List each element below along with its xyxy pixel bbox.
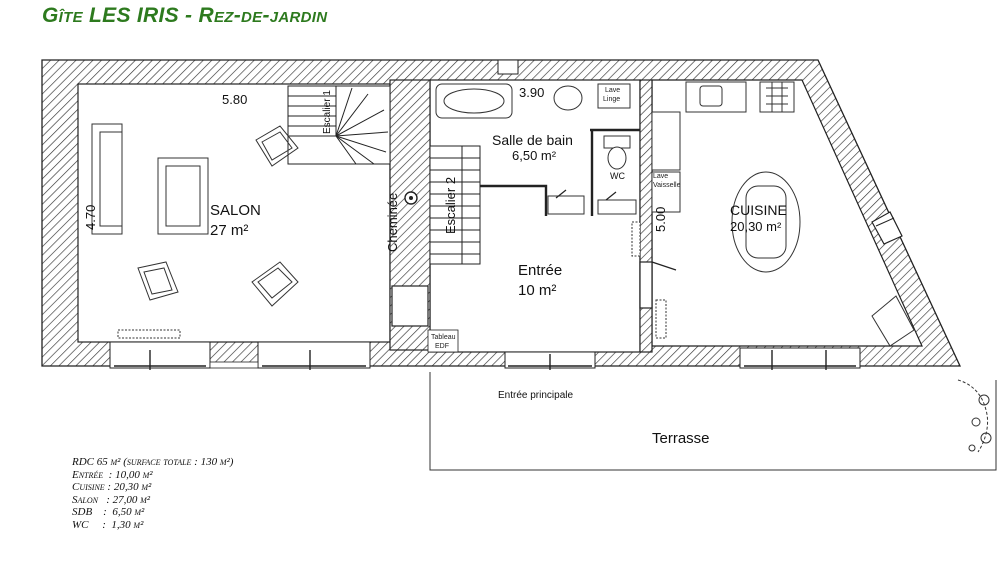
room-entree-name: Entrée	[518, 262, 563, 279]
window-cuisine-east	[871, 211, 903, 245]
dim-sdb-width: 3.90	[519, 85, 545, 100]
summary-line: Entrée : 10,00 m²	[72, 468, 153, 481]
room-entree-area: 10 m²	[518, 282, 557, 299]
fireplace	[404, 191, 418, 205]
room-salon-name: SALON	[210, 202, 261, 219]
label-lave-vaisselle-2: Vaisselle	[653, 182, 681, 189]
kitchen-fixtures	[631, 81, 915, 347]
summary-line: Salon : 27,00 m²	[72, 493, 151, 506]
room-sdb-name: Salle de bain	[492, 132, 573, 148]
salon-furniture	[91, 123, 299, 339]
dim-salon-width: 5.80	[222, 92, 248, 107]
bathroom-fixtures	[435, 83, 637, 215]
doors	[391, 189, 677, 353]
summary-line: RDC 65 m² (surface totale : 130 m²)	[72, 456, 234, 468]
room-sdb-area: 6,50 m²	[512, 148, 557, 163]
windows	[114, 350, 856, 370]
label-lave-linge-1: Lave	[605, 87, 621, 94]
summary-line: Cuisine : 20,30 m²	[72, 481, 152, 494]
label-escalier-1: Escalier 1	[322, 90, 333, 134]
room-cuisine-name: CUISINE	[730, 202, 787, 218]
dim-cuisine-height: 5.00	[653, 206, 668, 232]
staircase-2	[429, 145, 481, 265]
label-lave-vaisselle-1: Lave	[653, 173, 669, 180]
summary-line: SDB : 6,50 m²	[72, 506, 145, 519]
terrace-label: Terrasse	[652, 430, 710, 447]
main-entrance-label: Entrée principale	[498, 390, 574, 401]
summary-line: WC : 1,30 m²	[72, 518, 144, 531]
room-wc: WC	[610, 171, 625, 181]
label-lave-linge-2: Linge	[603, 96, 621, 103]
room-salon-area: 27 m²	[210, 222, 249, 239]
label-cheminee: Cheminée	[385, 192, 400, 252]
surface-summary: RDC 65 m² (surface totale : 130 m²) Entr…	[72, 456, 233, 532]
label-tableau-1: Tableau	[431, 334, 456, 341]
label-tableau-2: EDF	[435, 343, 449, 350]
terrace	[429, 372, 997, 471]
plan-title: Gîte LES IRIS - Rez-de-jardin	[42, 4, 328, 27]
staircase-1	[287, 85, 391, 165]
dim-salon-height: 4.70	[83, 204, 98, 230]
label-escalier-2: Escalier 2	[443, 176, 458, 234]
room-cuisine-area: 20,30 m²	[730, 219, 782, 234]
